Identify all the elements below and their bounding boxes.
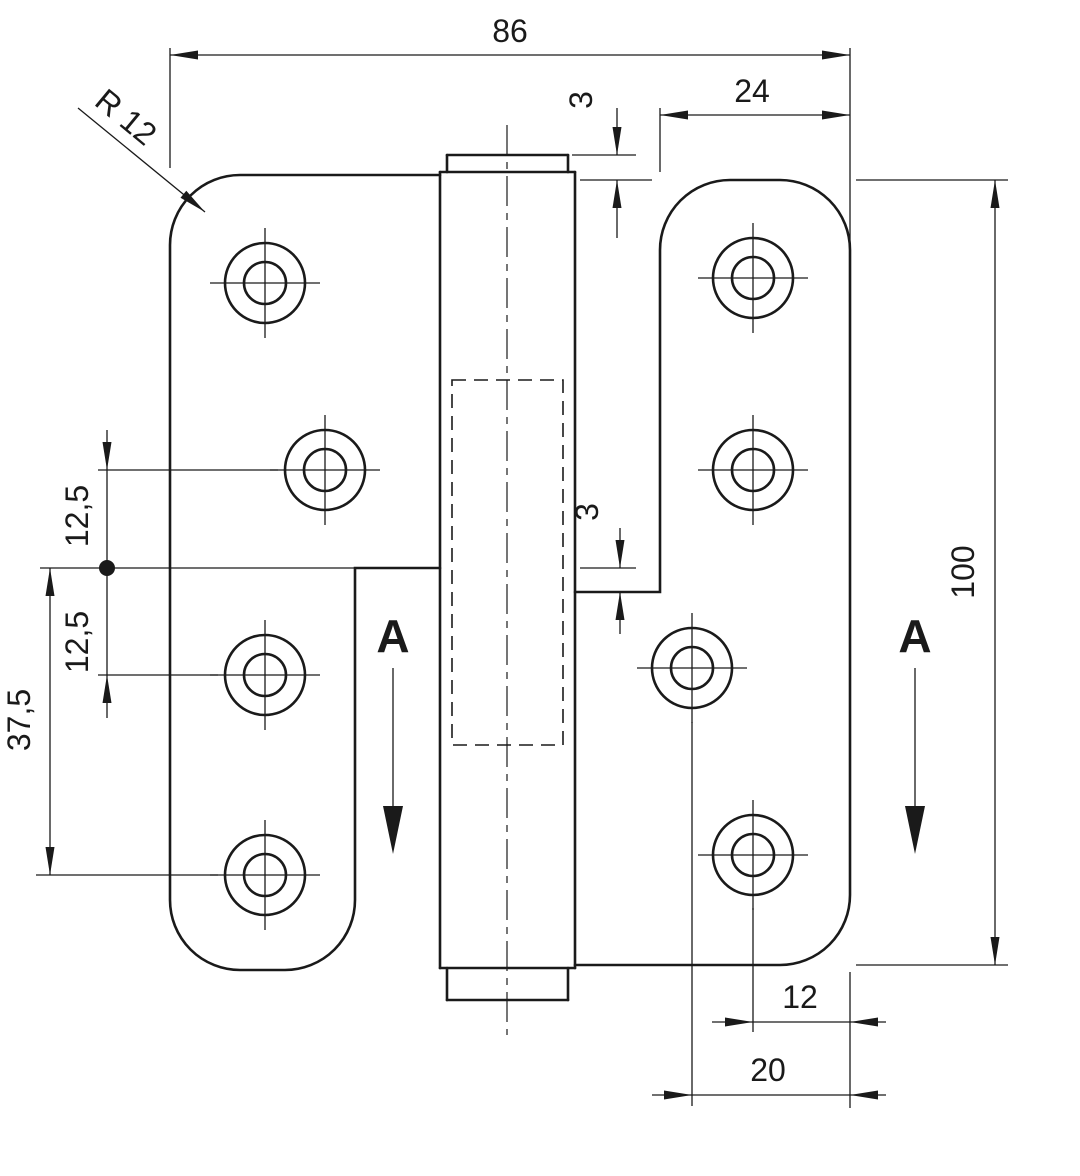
dim-left-chain: 12,5 12,5 37,5 — [1, 430, 355, 876]
hole — [637, 613, 747, 723]
dim-label-86: 86 — [492, 13, 528, 49]
dim-hole-to-edge-20: 20 — [652, 722, 886, 1106]
hole — [270, 415, 380, 525]
section-label-right: A — [898, 610, 931, 662]
dim-label-r12: R 12 — [89, 82, 164, 153]
dim-knuckle-gap: 3 — [569, 503, 636, 634]
dim-label-37-5: 37,5 — [1, 689, 37, 751]
dim-label-24: 24 — [734, 73, 770, 109]
section-label-left: A — [376, 610, 409, 662]
hole — [698, 223, 808, 333]
screw-holes — [210, 223, 808, 930]
dim-overall-width: 86 — [169, 13, 851, 272]
dim-barrel-top-offset: 3 — [563, 91, 652, 238]
dim-label-3-top: 3 — [563, 91, 599, 109]
hole — [210, 228, 320, 338]
dim-label-12-5-upper: 12,5 — [59, 485, 95, 547]
dimension-origin-dot — [99, 560, 115, 576]
section-marker-left: A — [376, 610, 410, 854]
dim-overall-height: 100 — [856, 179, 1008, 966]
dim-hole-to-edge-12: 12 — [712, 908, 886, 1108]
dim-corner-radius: R 12 — [77, 82, 206, 213]
dim-label-100: 100 — [945, 545, 981, 598]
hole — [698, 800, 808, 910]
dim-right-leaf-width: 24 — [659, 73, 850, 172]
hole — [698, 415, 808, 525]
dim-label-12-5-lower: 12,5 — [59, 611, 95, 673]
part-outline — [168, 153, 852, 1002]
dim-label-3-mid: 3 — [569, 503, 605, 521]
section-marker-right: A — [898, 610, 932, 854]
hole — [210, 820, 320, 930]
hole — [210, 620, 320, 730]
section-arrow-left — [383, 806, 403, 854]
dim-label-20: 20 — [750, 1052, 786, 1088]
section-arrow-right — [905, 806, 925, 854]
right-leaf-outline — [573, 178, 852, 967]
dim-label-12: 12 — [782, 979, 818, 1015]
left-leaf-outline — [168, 173, 442, 972]
